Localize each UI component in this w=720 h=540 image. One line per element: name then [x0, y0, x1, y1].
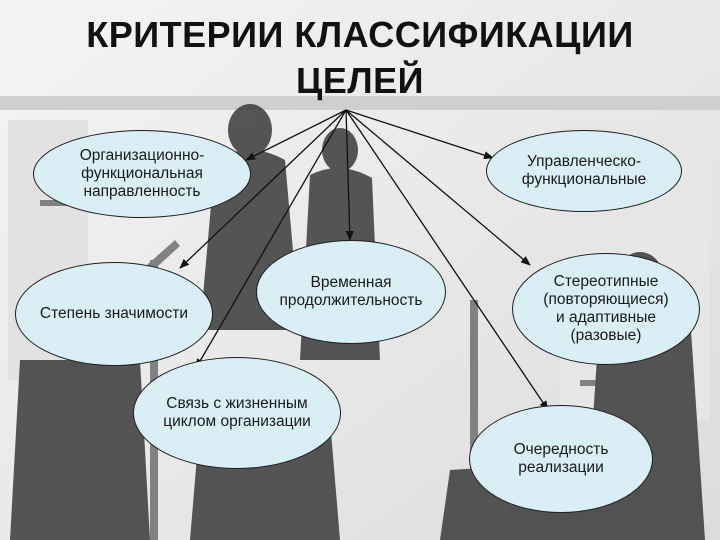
arrow-to-order — [345, 109, 549, 411]
node-stereotypic: Стереотипные (повторяющиеся) и адаптивны… — [512, 253, 700, 365]
node-significance: Степень значимости — [15, 262, 213, 366]
arrow-to-mgmt-func — [345, 109, 494, 160]
node-lifecycle-label: Связь с жизненным циклом организации — [163, 395, 311, 430]
arrow-to-lifecycle — [195, 109, 347, 369]
arrow-to-duration — [345, 109, 354, 241]
node-org-functional-label: Организационно- функциональная направлен… — [79, 147, 205, 200]
node-order-label: Очередность реализации — [513, 441, 609, 476]
node-org-functional: Организационно- функциональная направлен… — [33, 130, 251, 218]
node-stereotypic-label: Стереотипные (повторяющиеся) и адаптивны… — [543, 273, 669, 344]
slide-title-line-2: ЦЕЛЕЙ — [296, 60, 424, 101]
node-mgmt-functional-label: Управленческо- функциональные — [521, 153, 647, 188]
node-order: Очередность реализации — [469, 405, 653, 513]
node-lifecycle: Связь с жизненным циклом организации — [133, 357, 341, 469]
arrow-to-org-func — [245, 109, 347, 161]
slide-title-line-1: КРИТЕРИИ КЛАССИФИКАЦИИ — [86, 14, 634, 55]
node-significance-label: Степень значимости — [39, 305, 189, 322]
node-duration: Временная продолжительность — [256, 240, 446, 344]
arrow-to-stereotypic — [345, 109, 531, 266]
arrow-to-significance — [179, 109, 347, 269]
node-duration-label: Временная продолжительность — [279, 274, 423, 309]
node-mgmt-functional: Управленческо- функциональные — [486, 130, 682, 212]
